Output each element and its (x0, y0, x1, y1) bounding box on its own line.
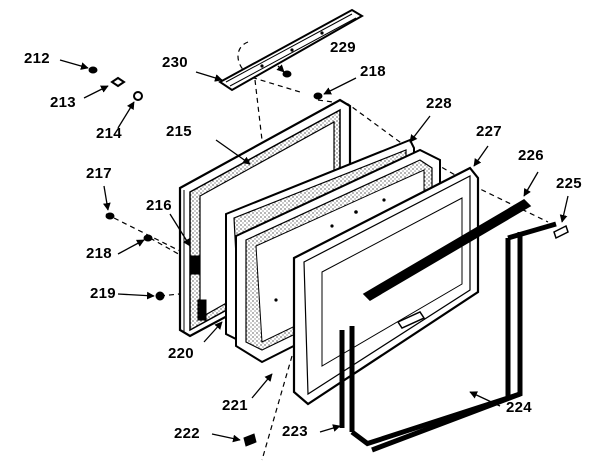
callout-229: 229 (330, 39, 356, 56)
callout-214: 214 (96, 125, 122, 142)
nut-214 (133, 91, 143, 101)
callout-213: 213 (50, 94, 76, 111)
screw-212 (88, 66, 98, 74)
callout-222: 222 (174, 425, 200, 442)
callout-218-side: 218 (86, 245, 112, 262)
callout-221: 221 (222, 397, 248, 414)
screw-218-top (313, 92, 323, 100)
callout-220: 220 (168, 345, 194, 362)
screw-217 (105, 212, 115, 220)
callout-228: 228 (426, 95, 452, 112)
part-226-gasket-strip (362, 199, 532, 301)
callout-219: 219 (90, 285, 116, 302)
callout-225: 225 (556, 175, 582, 192)
callout-216: 216 (146, 197, 172, 214)
part-223-inner-gasket (339, 326, 370, 446)
part-224-outer-gasket (365, 221, 557, 453)
callout-223: 223 (282, 423, 308, 440)
callout-218-top: 218 (360, 63, 386, 80)
part-230-top-trim (218, 8, 364, 92)
screw-229 (282, 70, 292, 78)
callout-217: 217 (86, 165, 112, 182)
leader-lines (59, 59, 569, 443)
screw-218-side (143, 234, 153, 242)
fasteners (88, 66, 569, 447)
callout-224: 224 (506, 399, 532, 416)
washer-213 (110, 76, 126, 88)
callout-226: 226 (518, 147, 544, 164)
callout-227: 227 (476, 123, 502, 140)
callout-215: 215 (166, 123, 192, 140)
nut-219 (155, 291, 165, 301)
callout-212: 212 (24, 50, 50, 67)
clip-222 (243, 433, 257, 447)
clip-225 (553, 224, 569, 240)
callout-230: 230 (162, 54, 188, 71)
